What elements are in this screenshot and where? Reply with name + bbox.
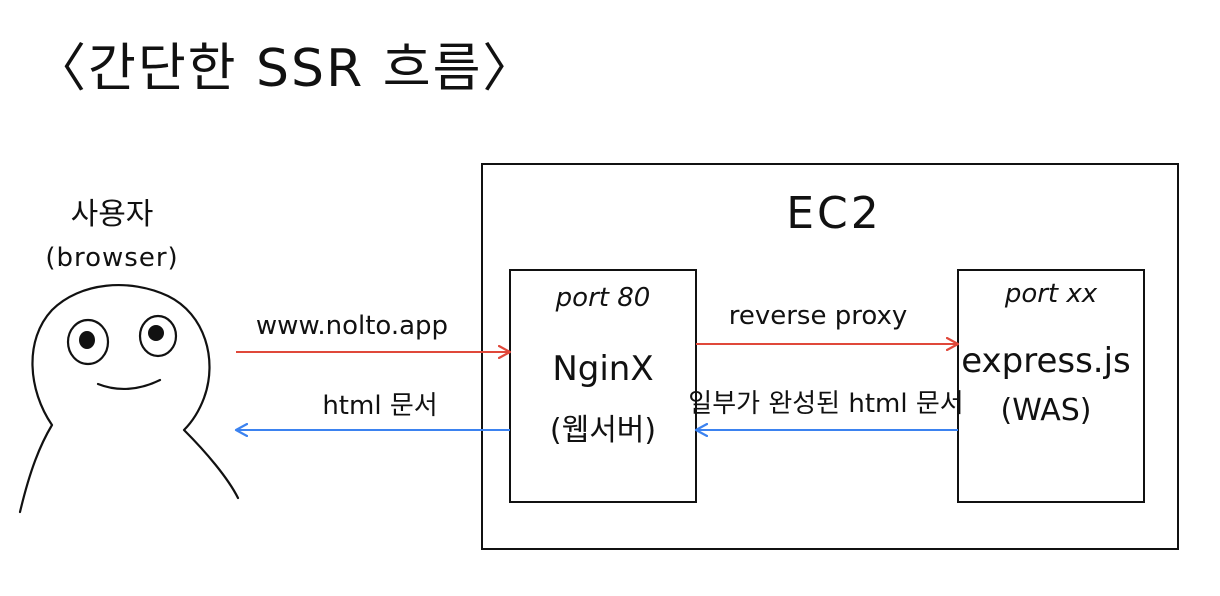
user-right-pupil [148,325,164,341]
was-name: express.js [961,341,1131,381]
nginx-box [509,269,697,503]
user-smile [96,378,162,391]
request-arrow-label: www.nolto.app [256,311,448,341]
nginx-port: port 80 [555,283,651,313]
was-sub: (WAS) [1001,393,1092,428]
nginx-name: NginX [552,349,653,389]
user-sublabel: (browser) [45,243,178,273]
was-port: port xx [1004,279,1098,309]
user-right-eye [138,314,178,358]
nginx-sub: (웹서버) [550,413,656,448]
user-left-eye [66,318,110,366]
ec2-box [481,163,1179,550]
ec2-label: EC2 [786,188,882,239]
user-body-outline [18,284,240,514]
proxy-arrow-label: reverse proxy [729,301,908,331]
diagram-title: 〈간단한 SSR 흐름〉 [34,39,536,99]
user-label: 사용자 [71,197,154,232]
response-arrow-label: html 문서 [322,391,437,421]
user-left-pupil [79,331,95,349]
partial-html-arrow-label: 일부가 완성된 html 문서 [688,389,963,419]
was-box [957,269,1145,503]
user-figure [18,284,240,514]
